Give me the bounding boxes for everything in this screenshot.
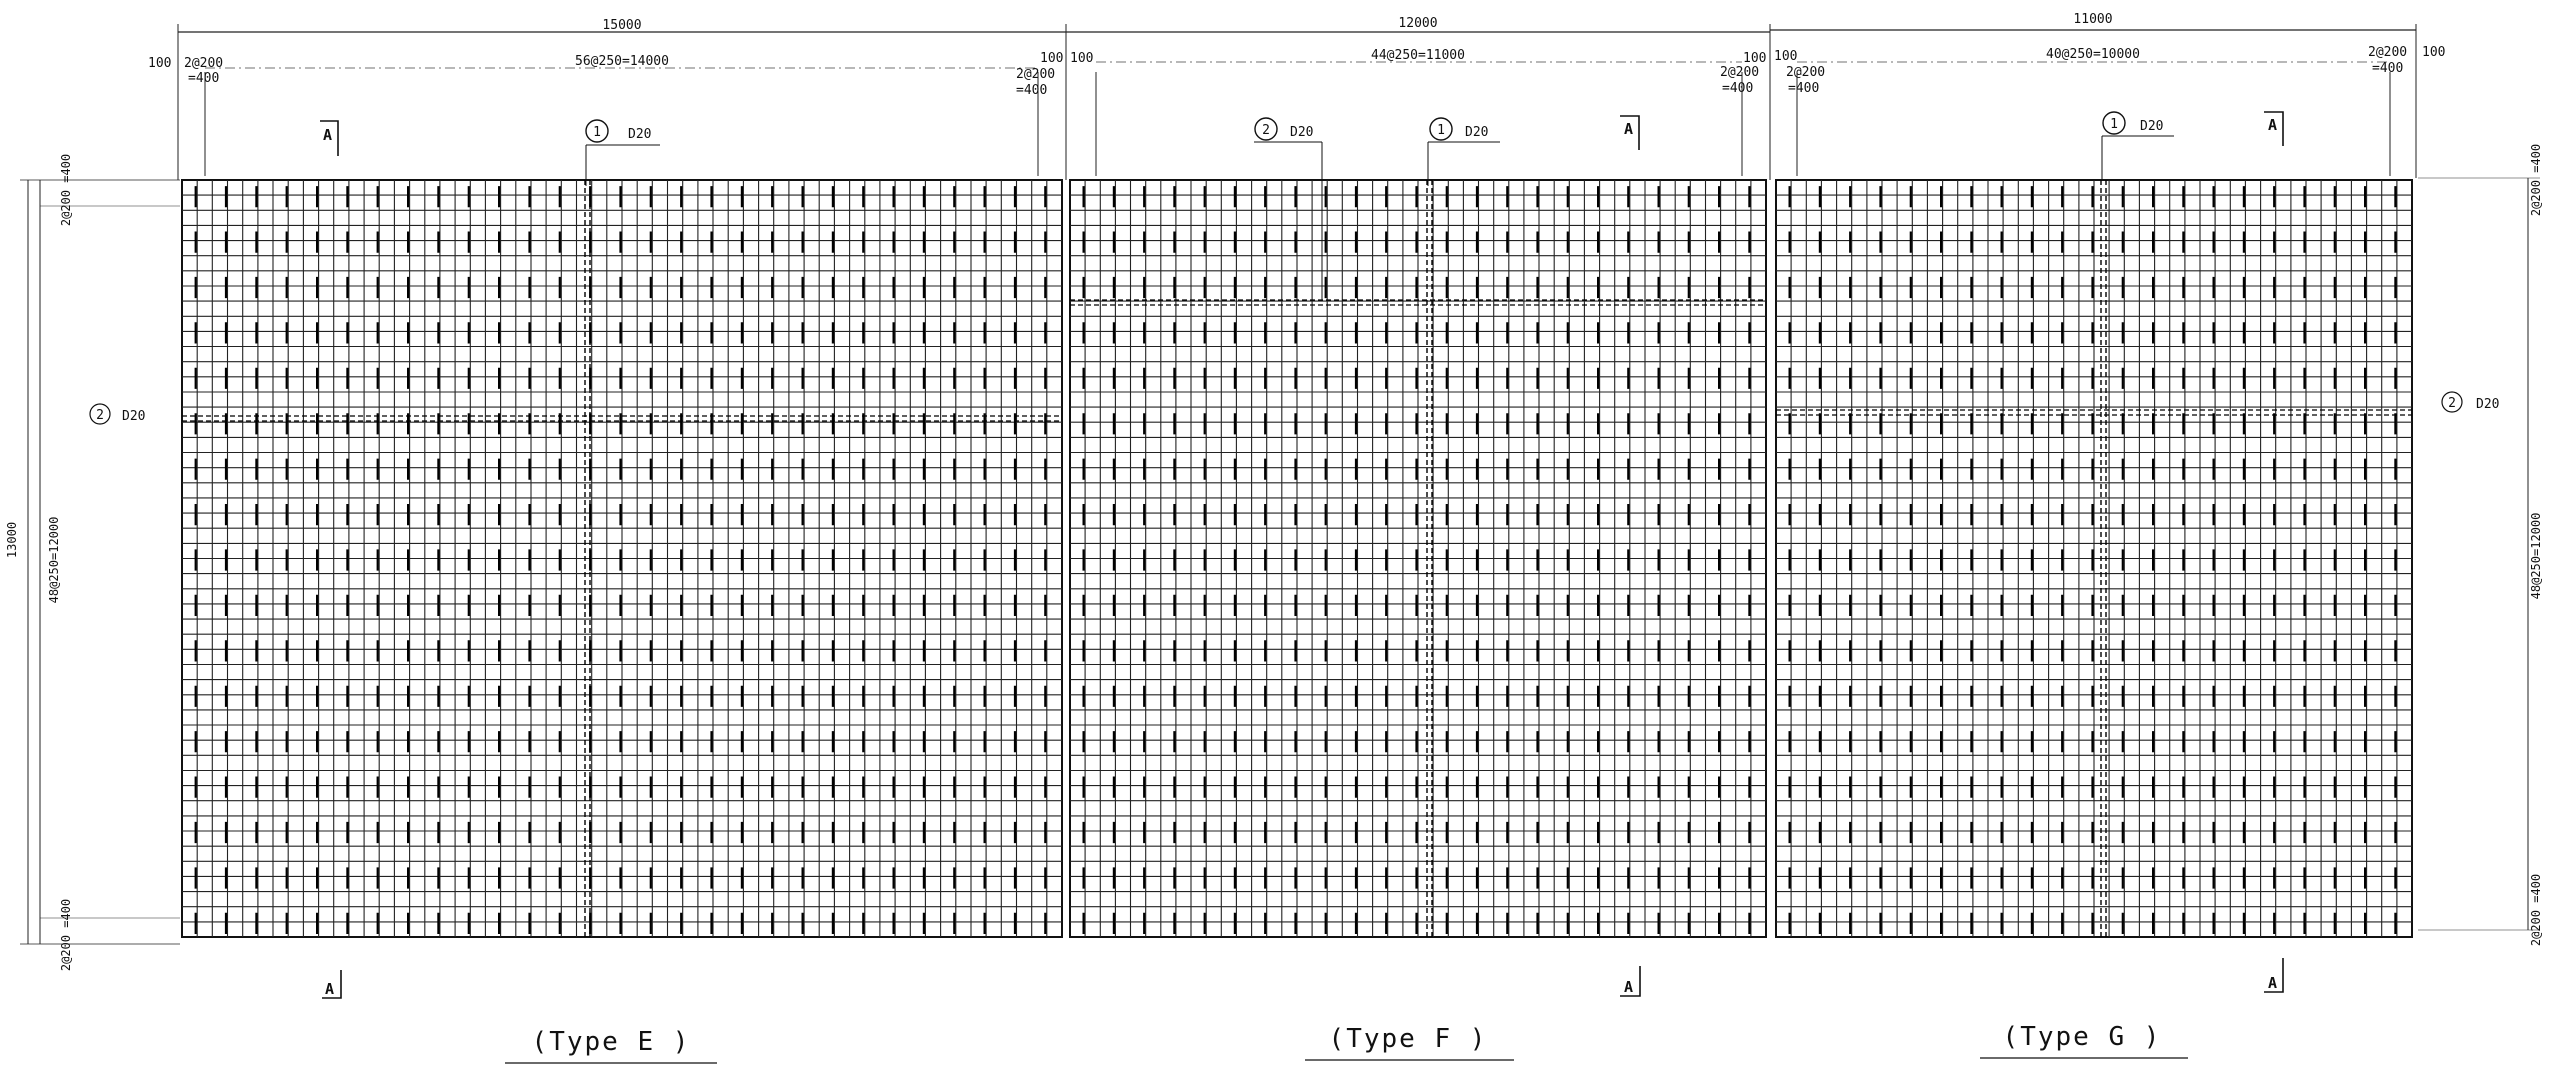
panel-f-bar2-size: D20 xyxy=(1290,125,1313,140)
mesh-grid-g xyxy=(1775,179,2413,938)
panel-g-section-top: A xyxy=(2268,116,2277,134)
panel-f-right-edge: 100 xyxy=(1743,51,1766,66)
panel-e-right-spacing: 2@200 xyxy=(1016,67,1055,82)
panel-g-right-edge: 100 xyxy=(2422,45,2445,60)
left-dimensions: 13000 48@250=12000 2@200 =400 2@200 =400… xyxy=(5,154,180,971)
left-bottom-edge-dim: 2@200 =400 xyxy=(59,899,73,971)
panel-e-left-edge: 100 xyxy=(148,56,171,71)
panel-e-left-sum: =400 xyxy=(188,71,219,86)
right-bottom-edge-dim: 2@200 =400 xyxy=(2529,874,2543,946)
panel-e-spacing-dim: 56@250=14000 xyxy=(575,54,669,69)
panel-f-bar1-mark-circle xyxy=(1429,117,1453,141)
panel-f-right-sum: =400 xyxy=(1722,81,1753,96)
left-bar-size: D20 xyxy=(122,409,145,424)
right-bar-size: D20 xyxy=(2476,397,2499,412)
panel-g-left-spacing: 2@200 xyxy=(1786,65,1825,80)
panel-g-bar-mark-circle xyxy=(2102,111,2126,135)
panel-g-bar-mark-number: 1 xyxy=(2110,117,2118,132)
mesh-grid-e xyxy=(181,179,1063,938)
rebar-grids xyxy=(181,179,2413,938)
right-dimensions: 48@250=12000 2@200 =400 2@200 =400 2 D20 xyxy=(2418,144,2543,946)
panel-type-e: 15000 56@250=14000 100 2@200 =400 2@200 … xyxy=(148,18,1067,1064)
right-bar-mark-number: 2 xyxy=(2448,396,2456,411)
panel-f-bar2-mark-circle xyxy=(1254,117,1278,141)
panel-g-right-sum: =400 xyxy=(2372,61,2403,76)
panel-type-f: 12000 44@250=11000 100 2@200 =400 100 2 … xyxy=(1066,16,1771,1061)
panel-f-bar1-mark-number: 1 xyxy=(1437,123,1445,138)
panel-e-bar-size: D20 xyxy=(628,127,651,142)
panel-g-section-bottom: A xyxy=(2268,974,2277,992)
panel-f-section-bottom: A xyxy=(1624,978,1633,996)
panel-g-bar-size: D20 xyxy=(2140,119,2163,134)
panel-f-left-edge: 100 xyxy=(1070,51,1093,66)
panel-f-caption: (Type F ) xyxy=(1329,1024,1488,1054)
right-spacing-dim: 48@250=12000 xyxy=(2529,513,2543,600)
panel-e-right-edge: 100 xyxy=(1040,51,1063,66)
panel-g-spacing-dim: 40@250=10000 xyxy=(2046,47,2140,62)
panel-e-right-sum: =400 xyxy=(1016,83,1047,98)
panel-g-total-dim: 11000 xyxy=(2073,12,2112,27)
panel-e-left-spacing: 2@200 xyxy=(184,56,223,71)
right-top-edge-dim: 2@200 =400 xyxy=(2529,144,2543,216)
left-overall-dim: 13000 xyxy=(5,522,19,558)
mesh-grid-f xyxy=(1069,179,1767,938)
left-spacing-dim: 48@250=12000 xyxy=(47,517,61,604)
panel-f-bar2-mark-number: 2 xyxy=(1262,123,1270,138)
left-top-edge-dim: 2@200 =400 xyxy=(59,154,73,226)
panel-e-caption: (Type E ) xyxy=(532,1027,691,1057)
panel-g-right-spacing: 2@200 xyxy=(2368,45,2407,60)
panel-e-section-bottom: A xyxy=(325,980,334,998)
panel-f-total-dim: 12000 xyxy=(1398,16,1437,31)
panel-f-spacing-dim: 44@250=11000 xyxy=(1371,48,1465,63)
panel-g-left-sum: =400 xyxy=(1788,81,1819,96)
panel-g-caption: (Type G ) xyxy=(2003,1022,2162,1052)
right-bar-mark-circle xyxy=(2441,391,2463,413)
panel-e-section-top: A xyxy=(323,126,332,144)
panel-e-total-dim: 15000 xyxy=(602,18,641,33)
panel-e-bar-mark-number: 1 xyxy=(593,125,601,140)
left-bar-mark-number: 2 xyxy=(96,408,104,423)
panel-f-section-top: A xyxy=(1624,120,1633,138)
panel-f-bar1-size: D20 xyxy=(1465,125,1488,140)
panel-g-left-edge: 100 xyxy=(1774,49,1797,64)
left-bar-mark-circle xyxy=(89,403,111,425)
panel-f-right-spacing: 2@200 xyxy=(1720,65,1759,80)
panel-e-bar-mark-circle xyxy=(585,119,609,143)
panel-type-g: 11000 40@250=10000 100 2@200 =400 2@200 … xyxy=(1770,12,2445,1059)
